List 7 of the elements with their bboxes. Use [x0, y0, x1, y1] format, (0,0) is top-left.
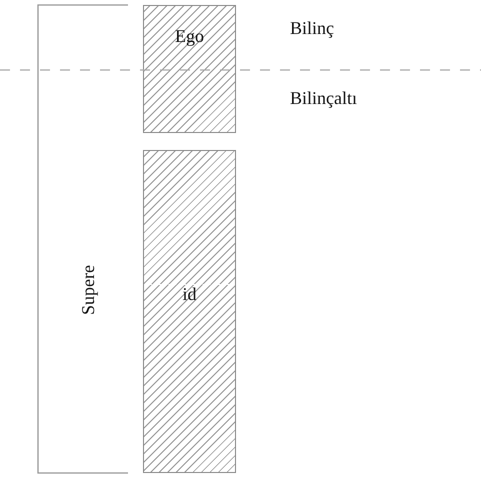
level-label: Bilinç [290, 18, 334, 39]
hatched-box [143, 150, 236, 473]
level-label: Bilinçaltı [290, 88, 357, 109]
hatched-box [143, 5, 236, 133]
box-label: id [181, 284, 198, 305]
vertical-label: Supere [78, 265, 98, 315]
box-label: Ego [174, 26, 205, 47]
